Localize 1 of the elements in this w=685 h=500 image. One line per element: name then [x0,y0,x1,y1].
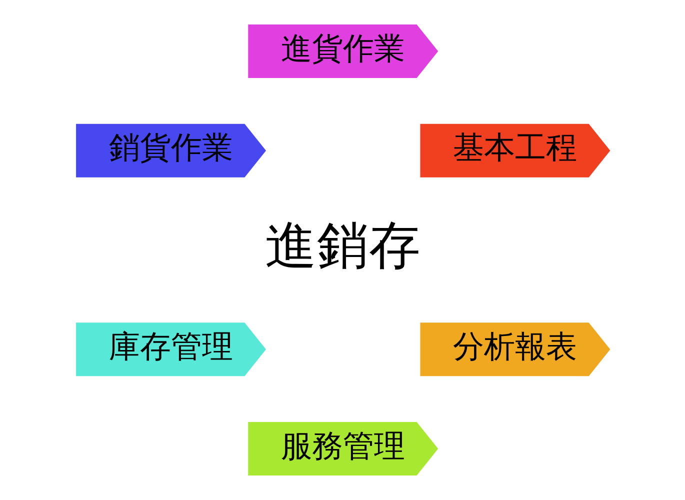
label: 進銷存 [264,216,421,276]
